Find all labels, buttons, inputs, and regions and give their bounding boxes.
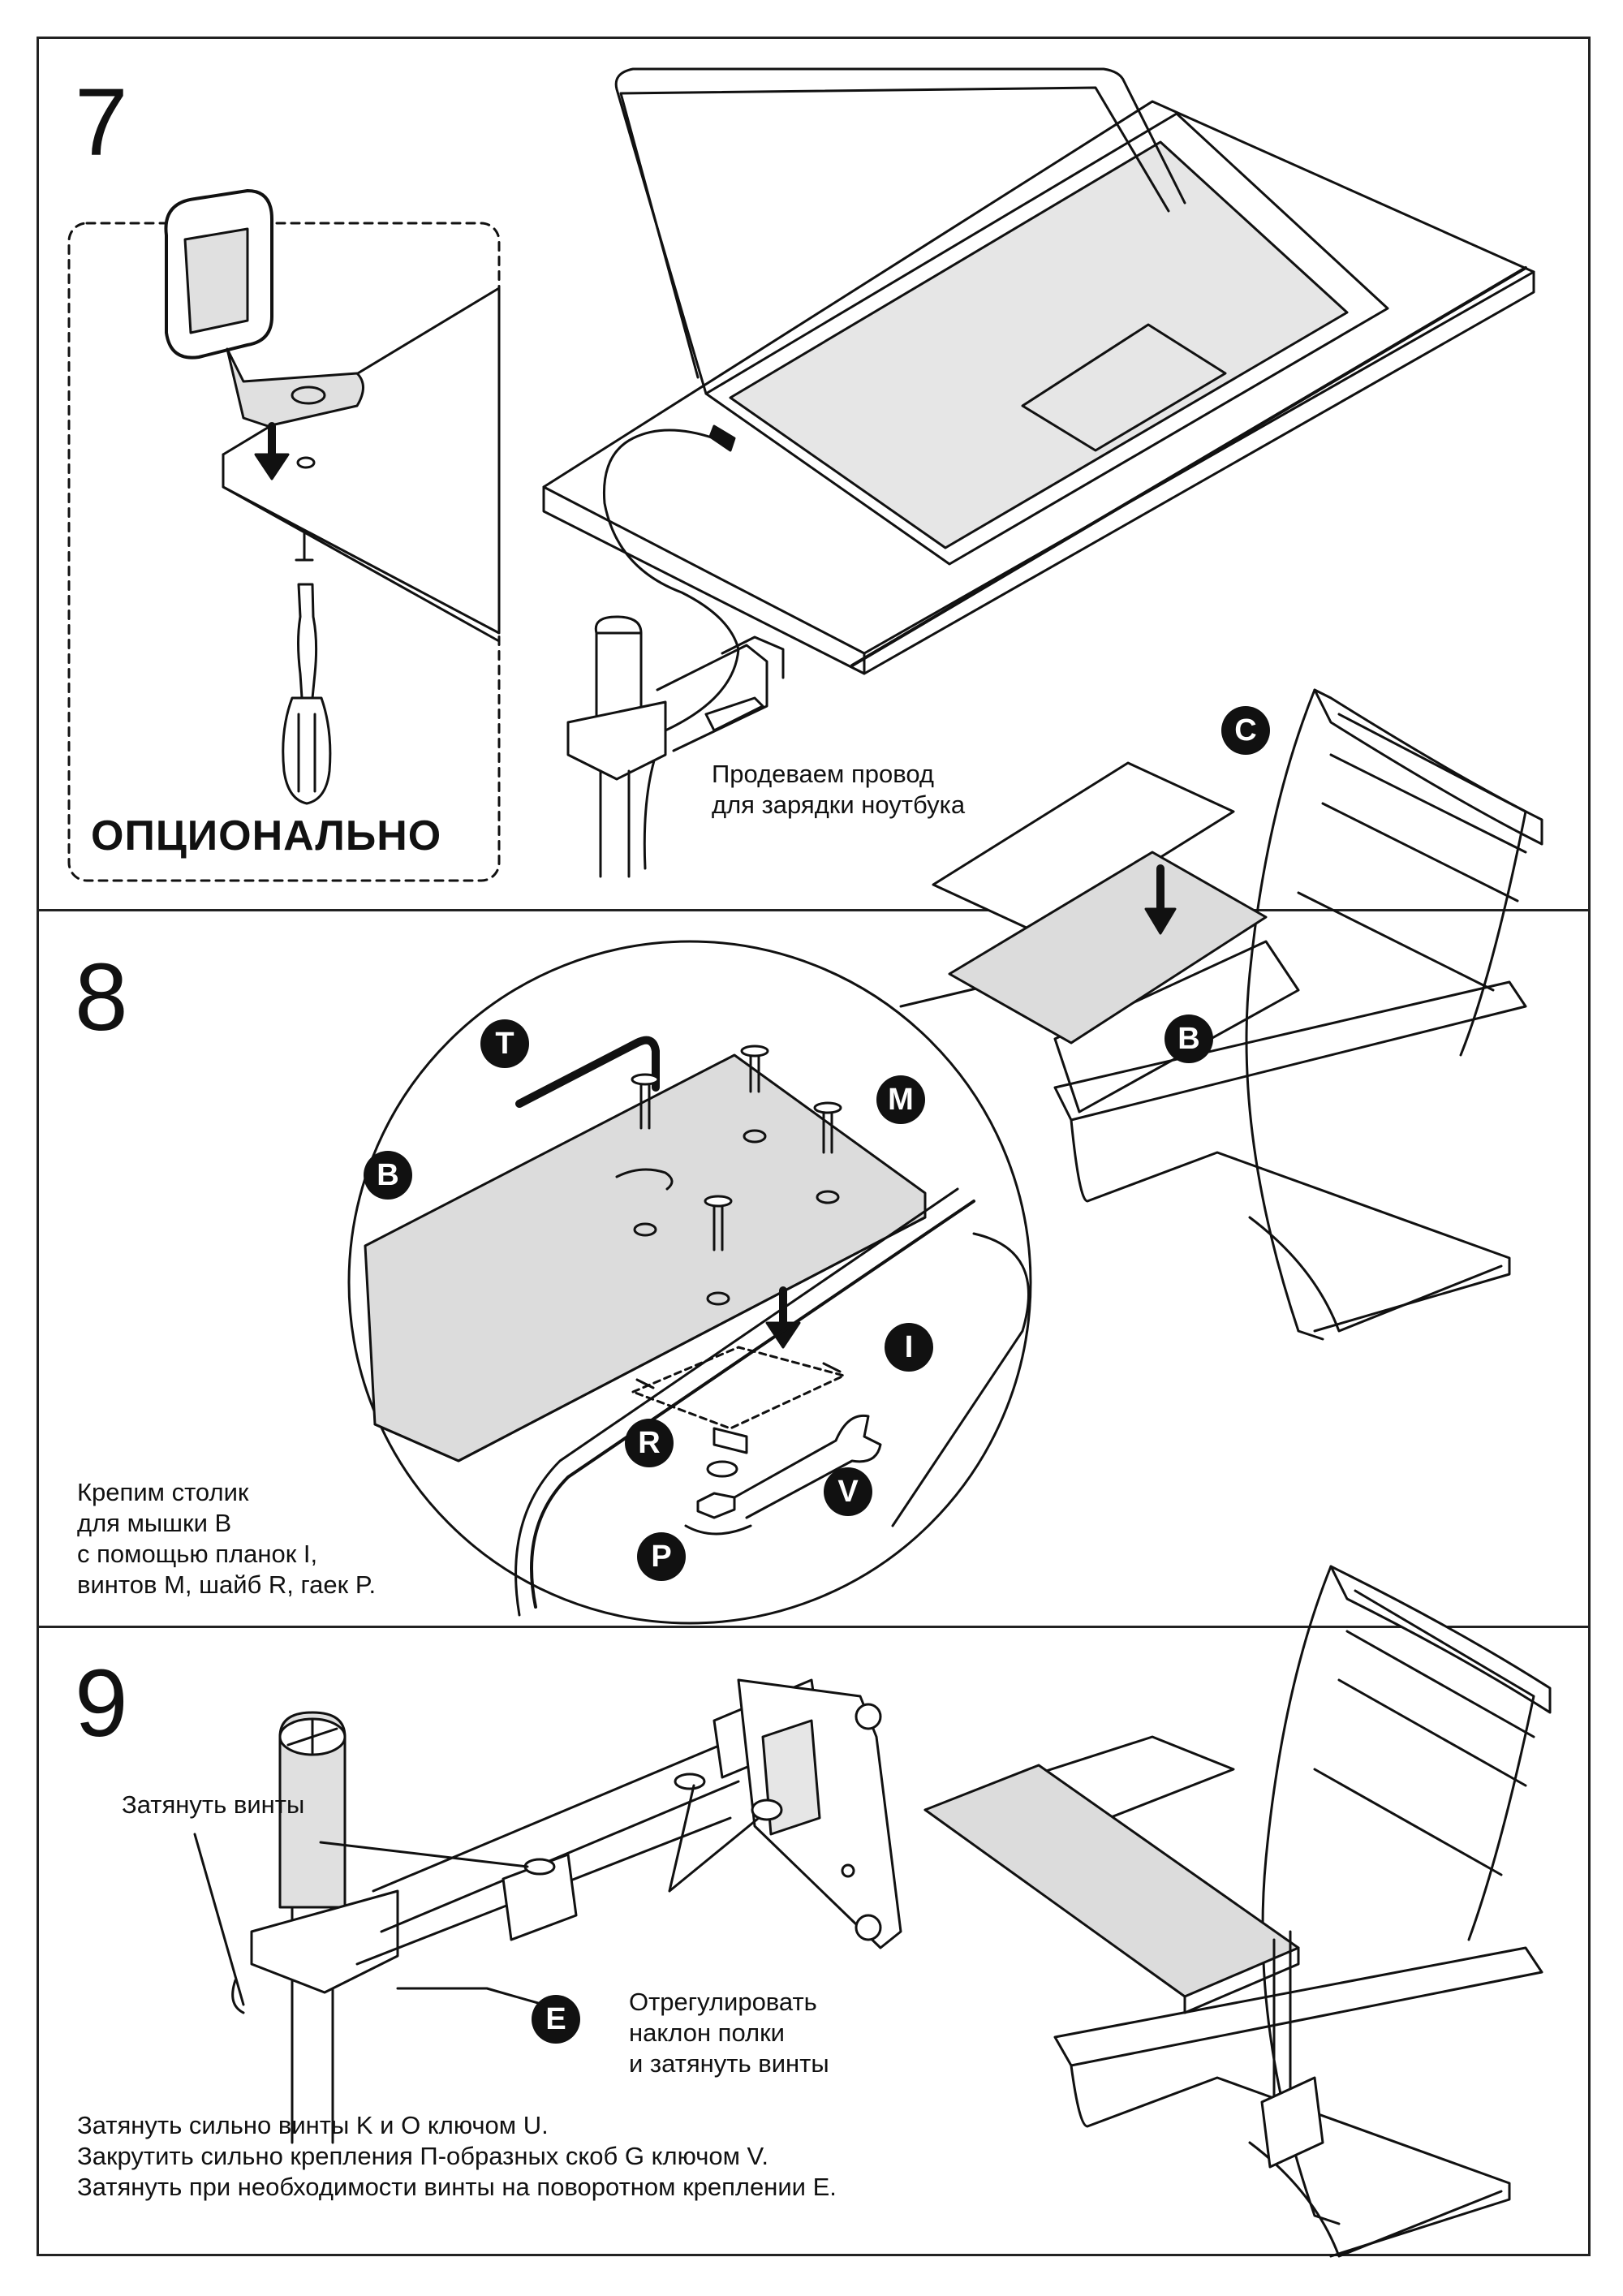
detail-magnifier — [347, 940, 1032, 1625]
tray-c — [932, 761, 1235, 935]
step-number-9: 9 — [75, 1650, 128, 1757]
screws-m — [631, 1045, 842, 1251]
tighten-caption: Затянуть винты — [122, 1790, 305, 1819]
callout-b: B — [364, 1151, 412, 1200]
step-number-8: 8 — [75, 944, 128, 1051]
step-number-7: 7 — [75, 69, 128, 176]
callout-r: R — [625, 1419, 674, 1467]
callout-c: C — [1221, 706, 1270, 755]
hex-key — [515, 1036, 660, 1108]
step-divider — [37, 1626, 1591, 1628]
laptop-screen — [614, 67, 1186, 395]
callout-t: T — [480, 1019, 529, 1068]
cable-caption: Продеваем провод для зарядки ноутбука — [712, 760, 966, 819]
chair-9 — [1053, 1565, 1552, 2258]
callout-b-chair: B — [1165, 1014, 1213, 1063]
step-divider — [37, 909, 1591, 911]
bottom-instructions: Затянуть сильно винты K и O ключом U. За… — [77, 2111, 837, 2201]
adjust-caption: Отрегулировать наклон полки и затянуть в… — [629, 1988, 829, 2078]
mouse-table-caption: Крепим столик для мышки B с помощью план… — [77, 1478, 377, 1599]
callout-e: E — [532, 1995, 580, 2044]
optional-label: ОПЦИОНАЛЬНО — [91, 812, 442, 859]
screwdriver — [297, 583, 318, 700]
page-frame — [37, 37, 1591, 2256]
chair-8 — [1053, 688, 1543, 1341]
callout-m: M — [876, 1075, 925, 1124]
callout-v: V — [824, 1467, 872, 1516]
callout-p: P — [637, 1532, 686, 1581]
callout-i: I — [885, 1323, 933, 1372]
mouse-board — [364, 1053, 927, 1462]
